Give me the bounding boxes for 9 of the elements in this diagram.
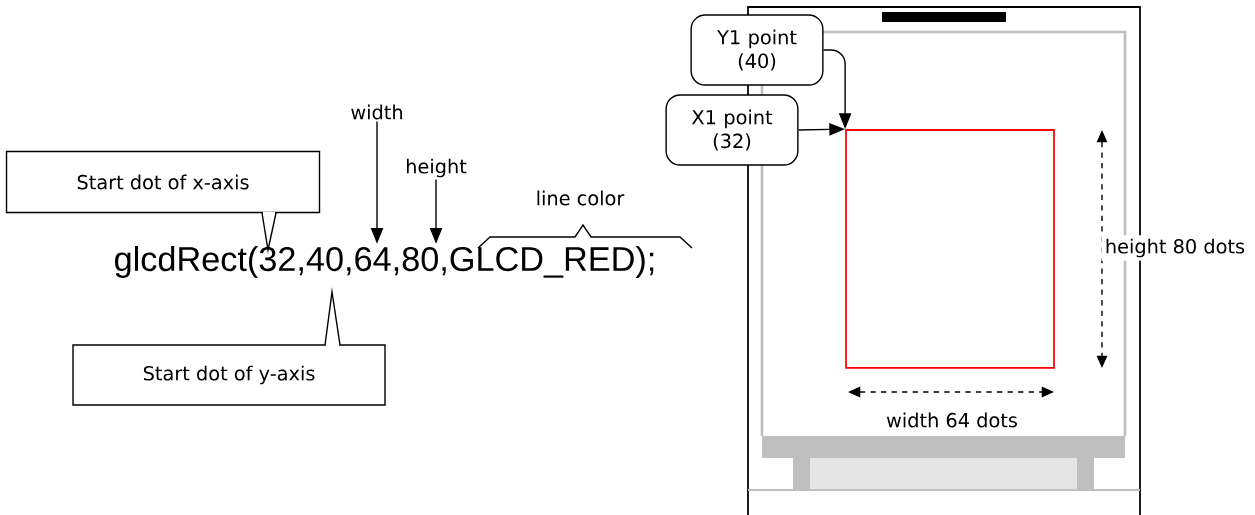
callout-box: Start dot of y-axis [72,286,386,406]
annotation-text: line color [537,190,625,206]
rectangle-drawing [845,129,1055,369]
label-box: Y1 point (40) [690,14,824,86]
label-box: X1 point (32) [665,94,799,166]
annotation-text: width [351,104,402,120]
annotation-text: height [406,158,467,178]
dimension-label: height 80 dots [1101,235,1249,261]
dimension-label: width 64 dots [886,412,1017,428]
